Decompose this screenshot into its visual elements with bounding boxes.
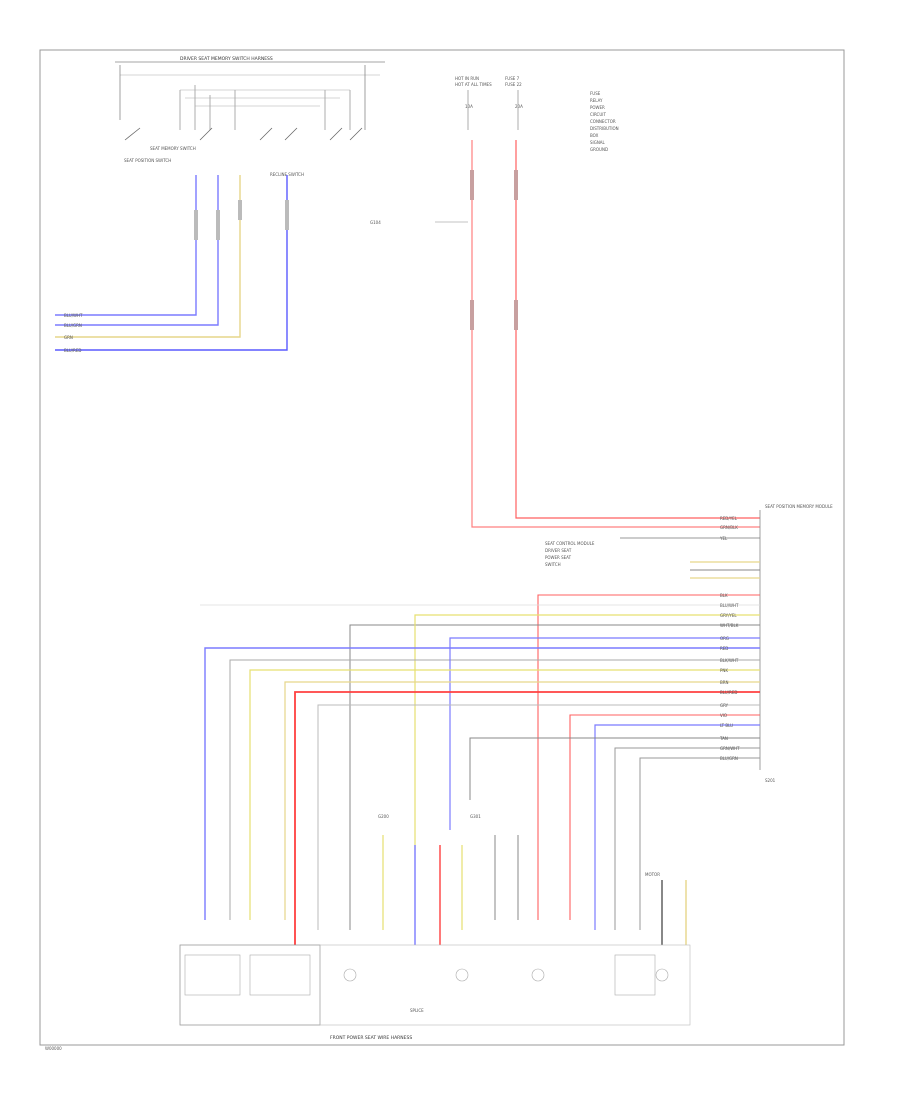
right-label-1: FUSE [590, 91, 601, 96]
fuse-section: HOT IN RUN HOT AT ALL TIMES FUSE 7 FUSE … [370, 76, 760, 528]
right-label-9: GROUND [590, 147, 608, 152]
left-wire-label-1: BLU/WHT [64, 313, 83, 318]
right-label-5: CONNECTOR [590, 119, 616, 124]
top-harness-title: DRIVER SEAT MEMORY SWITCH HARNESS [180, 56, 273, 62]
bottom-label-g200: G200 [378, 814, 389, 819]
module-title: SEAT POSITION MEMORY MODULE [765, 504, 833, 509]
fuse-rating-10a: 10A [465, 104, 473, 109]
pin-label-15: LT BLU [720, 723, 733, 728]
right-label-2: RELAY [590, 98, 603, 103]
bottom-label-g301: G301 [470, 814, 481, 819]
fuse-rating-20a: 20A [515, 104, 523, 109]
pin-label-5: GRY/YEL [720, 613, 737, 618]
bottom-label-splice: SPLICE [410, 1008, 424, 1013]
right-label-6: DISTRIBUTION [590, 126, 619, 131]
pin-label-1: GRN/BLK [720, 525, 738, 530]
top-switch-harness: DRIVER SEAT MEMORY SWITCH HARNESS SEAT P… [55, 56, 385, 353]
pin-label-11: BRN [720, 680, 729, 685]
pin-label-17: GRN/WHT [720, 746, 740, 751]
pin-label-12: BLU/RED [720, 690, 737, 695]
switch-label-3: RECLINE SWITCH [270, 172, 304, 177]
right-label-4: CIRCUIT [590, 112, 606, 117]
pin-label-7: ORG [720, 636, 729, 641]
mid-label-4: SWITCH [545, 562, 561, 567]
right-label-8: SIGNAL [590, 140, 606, 145]
fuse-label-fuse7: FUSE 7 [505, 76, 520, 81]
pin-label-4: BLU/WHT [720, 603, 739, 608]
pin-label-3: BLK [720, 593, 728, 598]
pin-label-0: RED/YEL [720, 516, 738, 521]
switch-label-2: SEAT MEMORY SWITCH [150, 146, 196, 151]
bottom-harness-title: FRONT POWER SEAT WIRE HARNESS [330, 1035, 412, 1041]
fuse-label-hot-all: HOT AT ALL TIMES [455, 82, 492, 87]
fuse-label-hot-run: HOT IN RUN [455, 76, 479, 81]
mid-label-2: DRIVER SEAT [545, 548, 572, 553]
left-wire-label-4: BLU/RED [64, 348, 81, 353]
mid-label-3: POWER SEAT [545, 555, 572, 560]
g-mark-top: G104 [370, 220, 381, 225]
bottom-label-motor: MOTOR [645, 872, 660, 877]
pin-label-2: YEL [719, 536, 728, 541]
pin-label-13: GRY [720, 703, 729, 708]
left-wire-label-2: BLU/GRN [64, 323, 82, 328]
module-connector: SEAT POSITION MEMORY MODULE SEAT CONTROL… [200, 504, 833, 945]
switch-label-1: SEAT POSITION SWITCH [124, 158, 171, 163]
pin-label-6: WHT/BLK [720, 623, 739, 628]
fuse-label-fuse22: FUSE 22 [505, 82, 522, 87]
pin-labels: RED/YEL GRN/BLK YEL BLK BLU/WHT GRY/YEL … [719, 516, 740, 761]
splice-label: S201 [765, 778, 776, 783]
pin-label-10: PNK [720, 668, 728, 673]
mid-label-1: SEAT CONTROL MODULE [545, 541, 595, 546]
pin-label-16: TAN [719, 736, 728, 741]
diagram-frame [39, 49, 845, 1046]
pin-label-14: VIO [720, 713, 727, 718]
right-label-3: POWER [590, 105, 605, 110]
right-label-7: BOX [590, 133, 599, 138]
footer-code: W00000 [45, 1046, 62, 1051]
pin-label-8: RED [720, 646, 728, 651]
left-wire-label-3: GRN [64, 335, 73, 340]
pin-label-18: BLU/GRN [720, 756, 738, 761]
bottom-harness: G200 G301 MOTOR FRONT POWER SEAT WIRE HA… [45, 814, 691, 1051]
pin-label-9: BLK/WHT [720, 658, 739, 663]
